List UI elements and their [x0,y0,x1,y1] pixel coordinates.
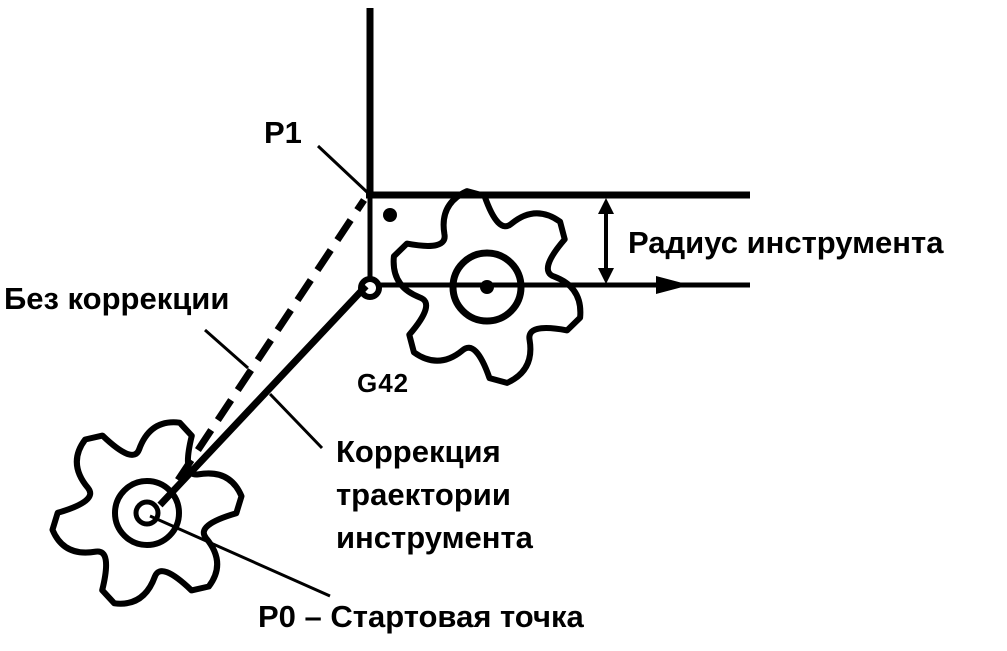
corrected-approach-path [157,283,369,508]
p0-start-label: P0 – Стартовая точка [258,599,584,634]
g42-label: G42 [357,368,409,398]
no-correction-dashed-path [175,198,367,482]
no-correction-label: Без коррекции [4,281,229,316]
no-correction-leader-line [204,328,249,370]
arrow-right-icon [656,276,690,294]
gear-outline [49,419,245,607]
path-correction-label-line2: траектории [336,477,511,512]
gear-top-center-dot [480,280,494,294]
gear-cutter-icon [390,188,584,386]
tool-radius-label: Радиус инструмента [628,225,944,260]
p1-leader-line [316,144,370,195]
gear-cutter-icon [49,419,245,607]
path-correction-label-line1: Коррекция [336,434,501,469]
corner-marker-dot [383,208,397,222]
gear-top-hub-ring [449,249,525,325]
gear-bottom-center-ring [133,499,161,527]
path-correction-label-line3: инструмента [336,520,534,555]
gear-outline [390,188,584,386]
gear-bottom-hub-ring [112,478,182,548]
p0-leader-line [149,514,331,598]
correction-leader-line [268,392,324,450]
p1-label: P1 [264,115,302,150]
